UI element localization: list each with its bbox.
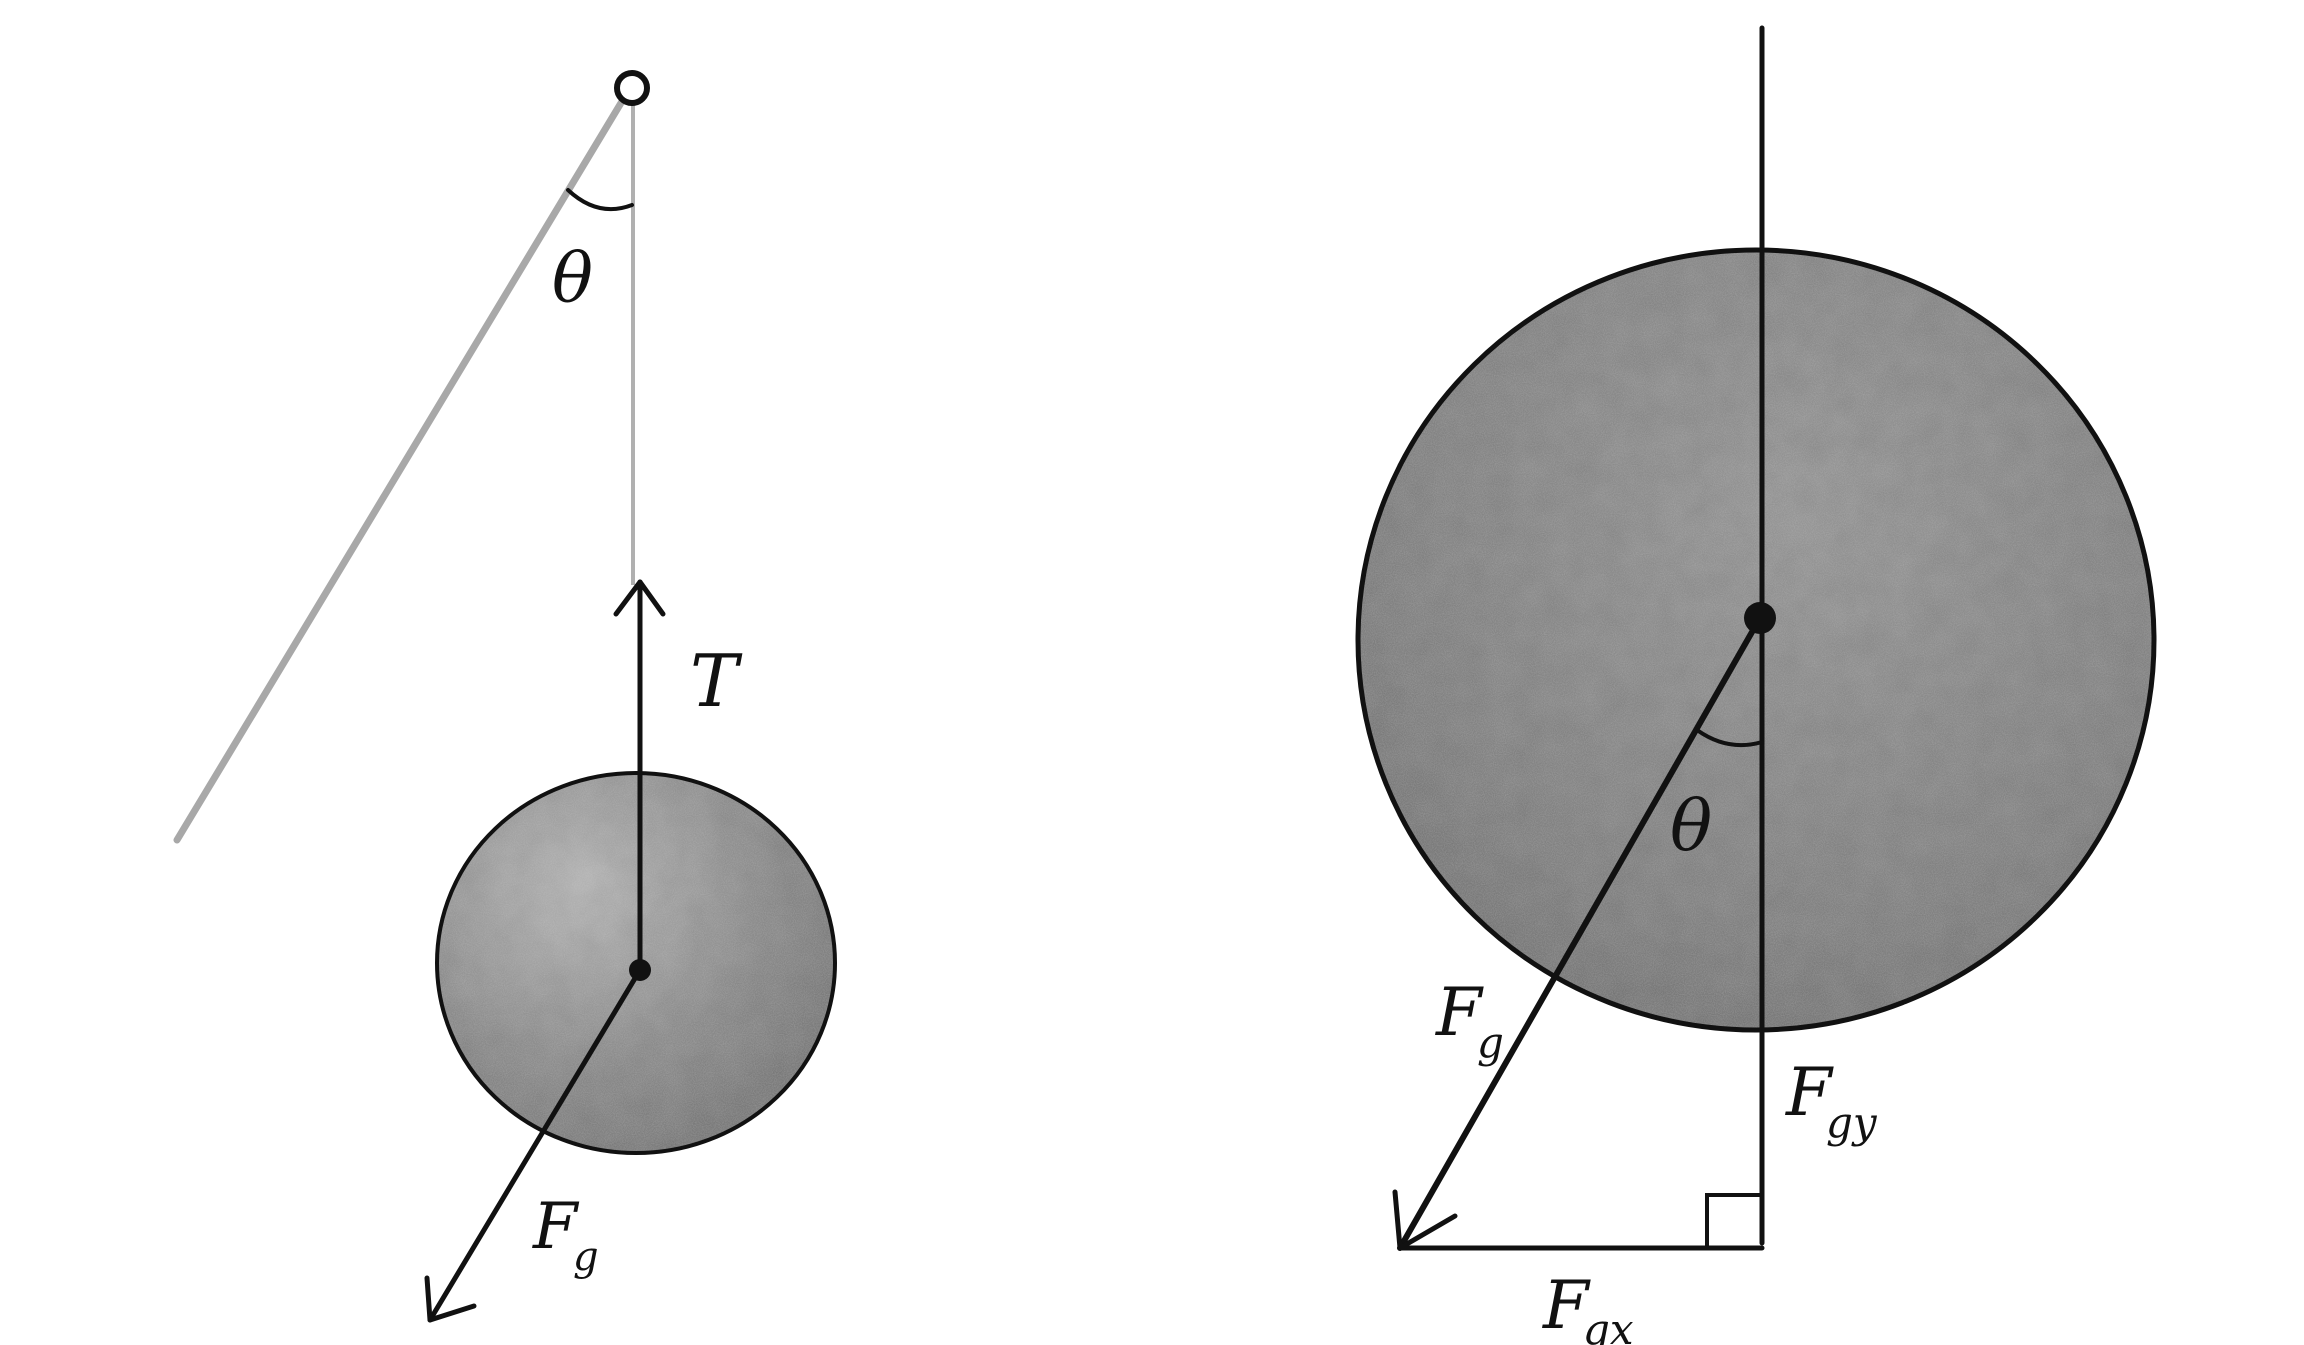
angle-label: θ	[1670, 785, 1712, 867]
bob-center-dot	[1744, 602, 1776, 634]
angle-label: θ	[552, 240, 593, 319]
gravity-arrow	[427, 967, 643, 1323]
svg-text:gx: gx	[1583, 1305, 1634, 1345]
svg-text:F: F	[1785, 1054, 1834, 1131]
right-pendulum-figure: θ F g F gy F gx	[1355, 25, 2157, 1345]
arrowhead-icon	[424, 1275, 477, 1323]
svg-text:g: g	[573, 1234, 599, 1280]
svg-text:F: F	[1542, 1267, 1591, 1344]
svg-text:g: g	[1477, 1018, 1504, 1067]
gravity-arrow	[1397, 615, 1763, 1251]
right-angle-marker-icon	[1705, 1193, 1762, 1248]
svg-text:F: F	[1435, 974, 1484, 1051]
svg-text:F: F	[532, 1190, 580, 1264]
angle-arc-icon	[566, 188, 634, 212]
gravity-x-label: F gx	[1542, 1267, 1634, 1345]
gravity-label: F g	[1435, 974, 1504, 1067]
angle-arc-icon	[1695, 728, 1764, 748]
bob-center-dot	[629, 959, 651, 981]
left-pendulum-figure: θ T F g	[173, 70, 837, 1323]
gravity-label: F g	[532, 1190, 599, 1280]
svg-text:gy: gy	[1826, 1098, 1878, 1147]
gravity-y-label: F gy	[1785, 1054, 1878, 1147]
arrowhead-icon	[613, 579, 666, 617]
pivot-circle-icon	[614, 70, 650, 106]
swung-string	[173, 84, 634, 844]
right-bob	[1355, 247, 2157, 1033]
tension-label: T	[690, 639, 743, 723]
